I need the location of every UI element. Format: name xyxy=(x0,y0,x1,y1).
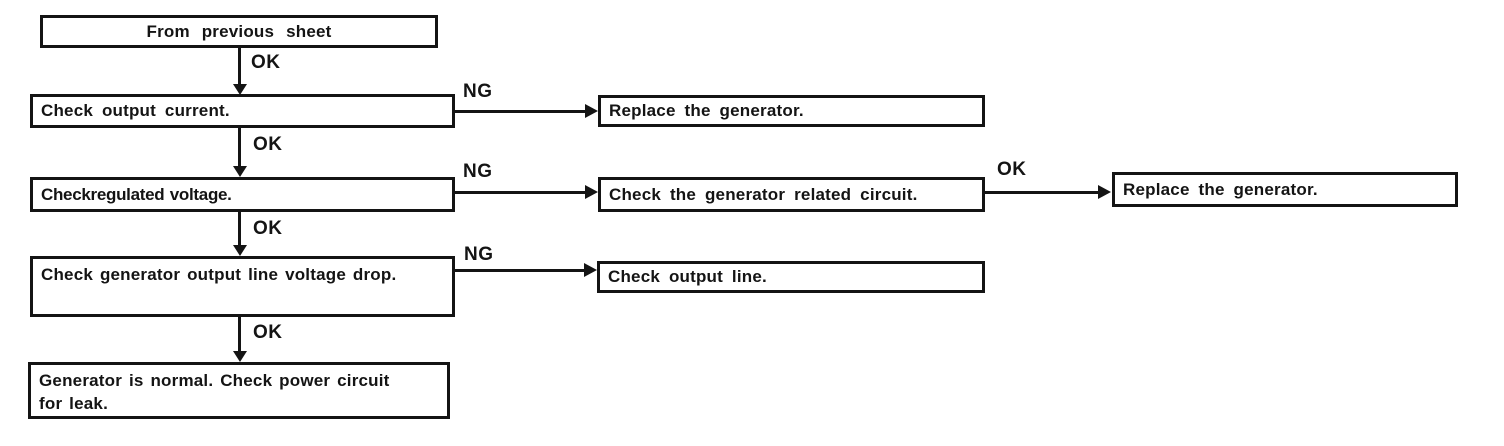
arrowhead-right-icon xyxy=(584,263,597,277)
arrowhead-down-icon xyxy=(233,166,247,177)
node-check-output-current: Check output current. xyxy=(30,94,455,128)
arrowhead-down-icon xyxy=(233,351,247,362)
node-replace-generator-top: Replace the generator. xyxy=(598,95,985,127)
node-from-previous-sheet-label: From previous sheet xyxy=(146,21,332,41)
node-from-previous-sheet: From previous sheet xyxy=(40,15,438,48)
connector-ng-1-line xyxy=(455,110,585,113)
connector-ng-2-line xyxy=(455,191,585,194)
node-check-output-line-label: Check output line. xyxy=(608,267,767,286)
node-generator-is-normal: Generator is normal. Check power circuit… xyxy=(28,362,450,419)
connector-ok-5-line xyxy=(985,191,1098,194)
connector-ok-4-line xyxy=(238,317,241,352)
node-check-output-current-label: Check output current. xyxy=(41,101,230,120)
node-replace-generator-top-label: Replace the generator. xyxy=(609,101,804,120)
edge-label-ok-3: OK xyxy=(253,218,283,239)
node-check-regulated-voltage: Checkregulated voltage. xyxy=(30,177,455,212)
edge-label-ok-5: OK xyxy=(997,159,1027,180)
edge-label-ok-2: OK xyxy=(253,134,283,155)
edge-label-ng-2: NG xyxy=(463,161,493,182)
node-check-regulated-voltage-label: Checkregulated voltage. xyxy=(41,184,232,204)
node-check-output-line: Check output line. xyxy=(597,261,985,293)
node-generator-is-normal-line1: Generator is normal. Check power circuit xyxy=(39,371,390,390)
arrowhead-down-icon xyxy=(233,84,247,95)
connector-ok-2-line xyxy=(238,128,241,167)
arrowhead-right-icon xyxy=(585,104,598,118)
node-replace-generator-right: Replace the generator. xyxy=(1112,172,1458,207)
arrowhead-right-icon xyxy=(585,185,598,199)
connector-ok-1-line xyxy=(238,48,241,85)
arrowhead-right-icon xyxy=(1098,185,1111,199)
connector-ok-3-line xyxy=(238,212,241,246)
edge-label-ok-1: OK xyxy=(251,52,281,73)
node-check-generator-output-line-voltage-drop-label: Check generator output line voltage drop… xyxy=(41,265,397,284)
node-replace-generator-right-label: Replace the generator. xyxy=(1123,179,1318,199)
node-check-generator-related-circuit-label: Check the generator related circuit. xyxy=(609,184,918,204)
node-check-generator-related-circuit: Check the generator related circuit. xyxy=(598,177,985,212)
arrowhead-down-icon xyxy=(233,245,247,256)
edge-label-ng-1: NG xyxy=(463,81,493,102)
node-check-generator-output-line-voltage-drop: Check generator output line voltage drop… xyxy=(30,256,455,317)
edge-label-ng-3: NG xyxy=(464,244,494,265)
edge-label-ok-4: OK xyxy=(253,322,283,343)
connector-ng-3-line xyxy=(455,269,584,272)
node-generator-is-normal-line2: for leak. xyxy=(39,394,108,413)
